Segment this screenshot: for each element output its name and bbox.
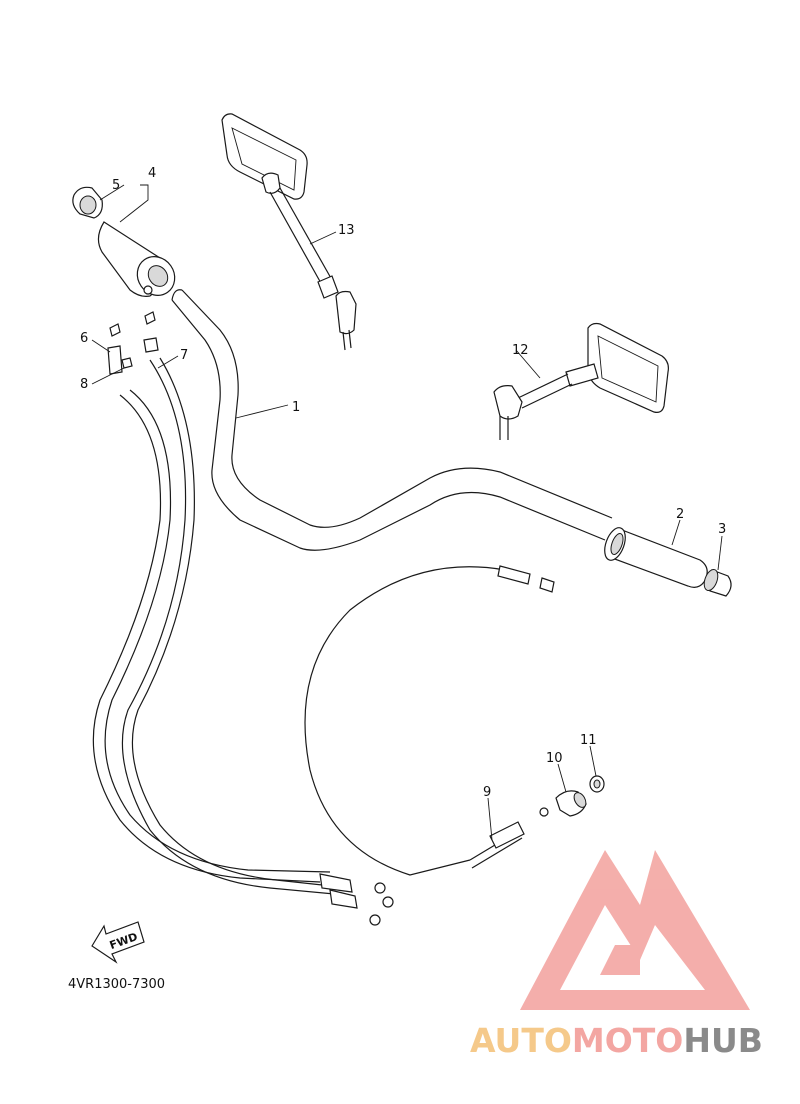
part-label-10: 10 [546, 751, 563, 766]
part-label-13: 13 [338, 223, 355, 238]
lock-nut [589, 775, 605, 793]
watermark-segment-auto: AUTO [470, 1021, 572, 1060]
part-label-11: 11 [580, 733, 597, 748]
left-grip-end [72, 186, 103, 219]
watermark-logo-icon [520, 850, 750, 1010]
part-label-8: 8 [80, 377, 88, 392]
drawing-code: 4VR1300-7300 [68, 977, 165, 992]
right-mirror [493, 322, 669, 440]
handlebar [171, 289, 613, 551]
part-label-4: 4 [148, 166, 156, 181]
watermark-text: AUTOMOTOHUB [470, 1021, 763, 1060]
part-label-1: 1 [292, 400, 300, 415]
throttle-cables [92, 357, 394, 926]
watermark-segment-moto: MOTO [572, 1021, 683, 1060]
cable-adjuster [555, 790, 587, 817]
leader-lines [91, 184, 723, 841]
cable-end-set [107, 311, 159, 375]
fwd-arrow-icon: FWD [91, 921, 145, 964]
part-label-3: 3 [718, 522, 726, 537]
part-label-6: 6 [80, 331, 88, 346]
part-label-2: 2 [676, 507, 684, 522]
watermark-segment-hub: HUB [683, 1021, 763, 1060]
right-grip [604, 527, 708, 588]
part-label-12: 12 [512, 343, 529, 358]
part-number-labels: 1 2 3 4 5 6 7 8 9 10 11 12 13 [80, 166, 726, 800]
part-label-7: 7 [180, 348, 188, 363]
clutch-cable [304, 565, 555, 876]
grip-end [703, 568, 732, 597]
part-label-9: 9 [483, 785, 491, 800]
left-mirror [221, 113, 357, 351]
part-label-5: 5 [112, 178, 120, 193]
throttle-grip [97, 221, 176, 297]
